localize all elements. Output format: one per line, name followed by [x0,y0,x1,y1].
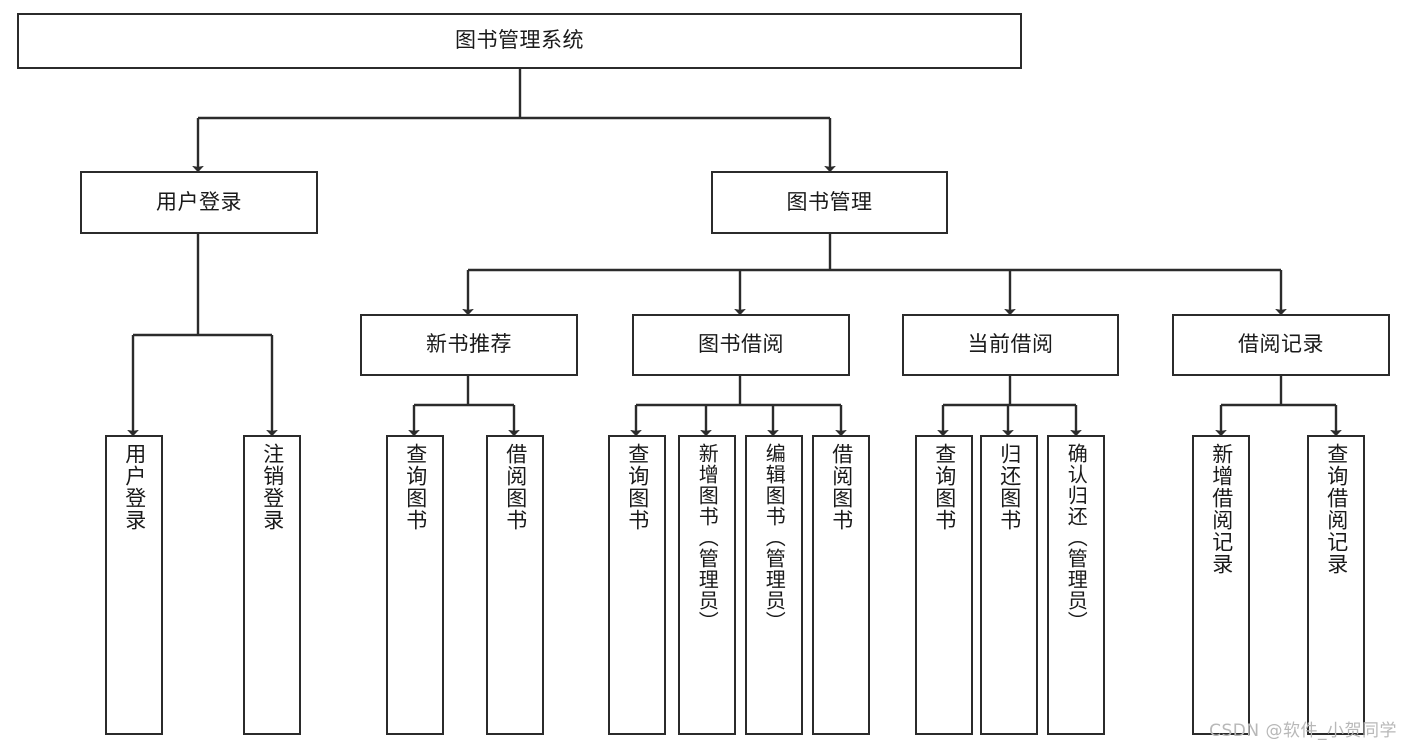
node-current-loan[interactable]: 当前借阅 [902,314,1119,376]
node-leaf-add-book[interactable]: 新增图书（管理员） [678,435,736,735]
node-leaf-query-book-2-label: 查询图书 [625,443,650,531]
node-leaf-confirm-return[interactable]: 确认归还（管理员） [1047,435,1105,735]
node-root-label: 图书管理系统 [455,28,584,53]
node-leaf-edit-book[interactable]: 编辑图书（管理员） [745,435,803,735]
node-loan-record[interactable]: 借阅记录 [1172,314,1390,376]
node-leaf-query-loan-rec-label: 查询借阅记录 [1324,443,1349,575]
node-leaf-query-book-2[interactable]: 查询图书 [608,435,666,735]
node-book-manage-label: 图书管理 [786,189,873,214]
node-leaf-return-book[interactable]: 归还图书 [980,435,1038,735]
node-leaf-borrow-book-2[interactable]: 借阅图书 [812,435,870,735]
node-leaf-query-loan-rec[interactable]: 查询借阅记录 [1307,435,1365,735]
node-new-book-rec[interactable]: 新书推荐 [360,314,578,376]
node-current-loan-label: 当前借阅 [967,332,1054,357]
node-user-login[interactable]: 用户登录 [80,171,318,234]
node-leaf-query-book-1[interactable]: 查询图书 [386,435,444,735]
node-leaf-return-book-label: 归还图书 [997,443,1022,531]
node-leaf-user-logout-label: 注销登录 [260,443,285,531]
node-leaf-query-book-3[interactable]: 查询图书 [915,435,973,735]
node-root[interactable]: 图书管理系统 [17,13,1022,69]
node-leaf-add-loan-rec-label: 新增借阅记录 [1209,443,1234,575]
node-loan-record-label: 借阅记录 [1238,332,1324,357]
node-leaf-add-book-label: 新增图书（管理员） [695,443,720,632]
node-book-borrow-label: 图书借阅 [698,332,784,357]
node-leaf-confirm-return-label: 确认归还（管理员） [1064,443,1089,632]
node-leaf-user-logout[interactable]: 注销登录 [243,435,301,735]
node-leaf-user-login-label: 用户登录 [122,443,147,531]
node-leaf-query-book-3-label: 查询图书 [932,443,957,531]
node-leaf-borrow-book-1-label: 借阅图书 [503,443,528,531]
node-leaf-query-book-1-label: 查询图书 [403,443,428,531]
node-leaf-edit-book-label: 编辑图书（管理员） [762,443,787,632]
node-leaf-user-login[interactable]: 用户登录 [105,435,163,735]
watermark-text: CSDN @软件_小贺同学 [1209,721,1397,741]
node-leaf-borrow-book-1[interactable]: 借阅图书 [486,435,544,735]
node-book-borrow[interactable]: 图书借阅 [632,314,850,376]
node-leaf-add-loan-rec[interactable]: 新增借阅记录 [1192,435,1250,735]
node-book-manage[interactable]: 图书管理 [711,171,948,234]
node-user-login-label: 用户登录 [156,189,242,214]
node-leaf-borrow-book-2-label: 借阅图书 [829,443,854,531]
node-new-book-rec-label: 新书推荐 [426,332,512,357]
